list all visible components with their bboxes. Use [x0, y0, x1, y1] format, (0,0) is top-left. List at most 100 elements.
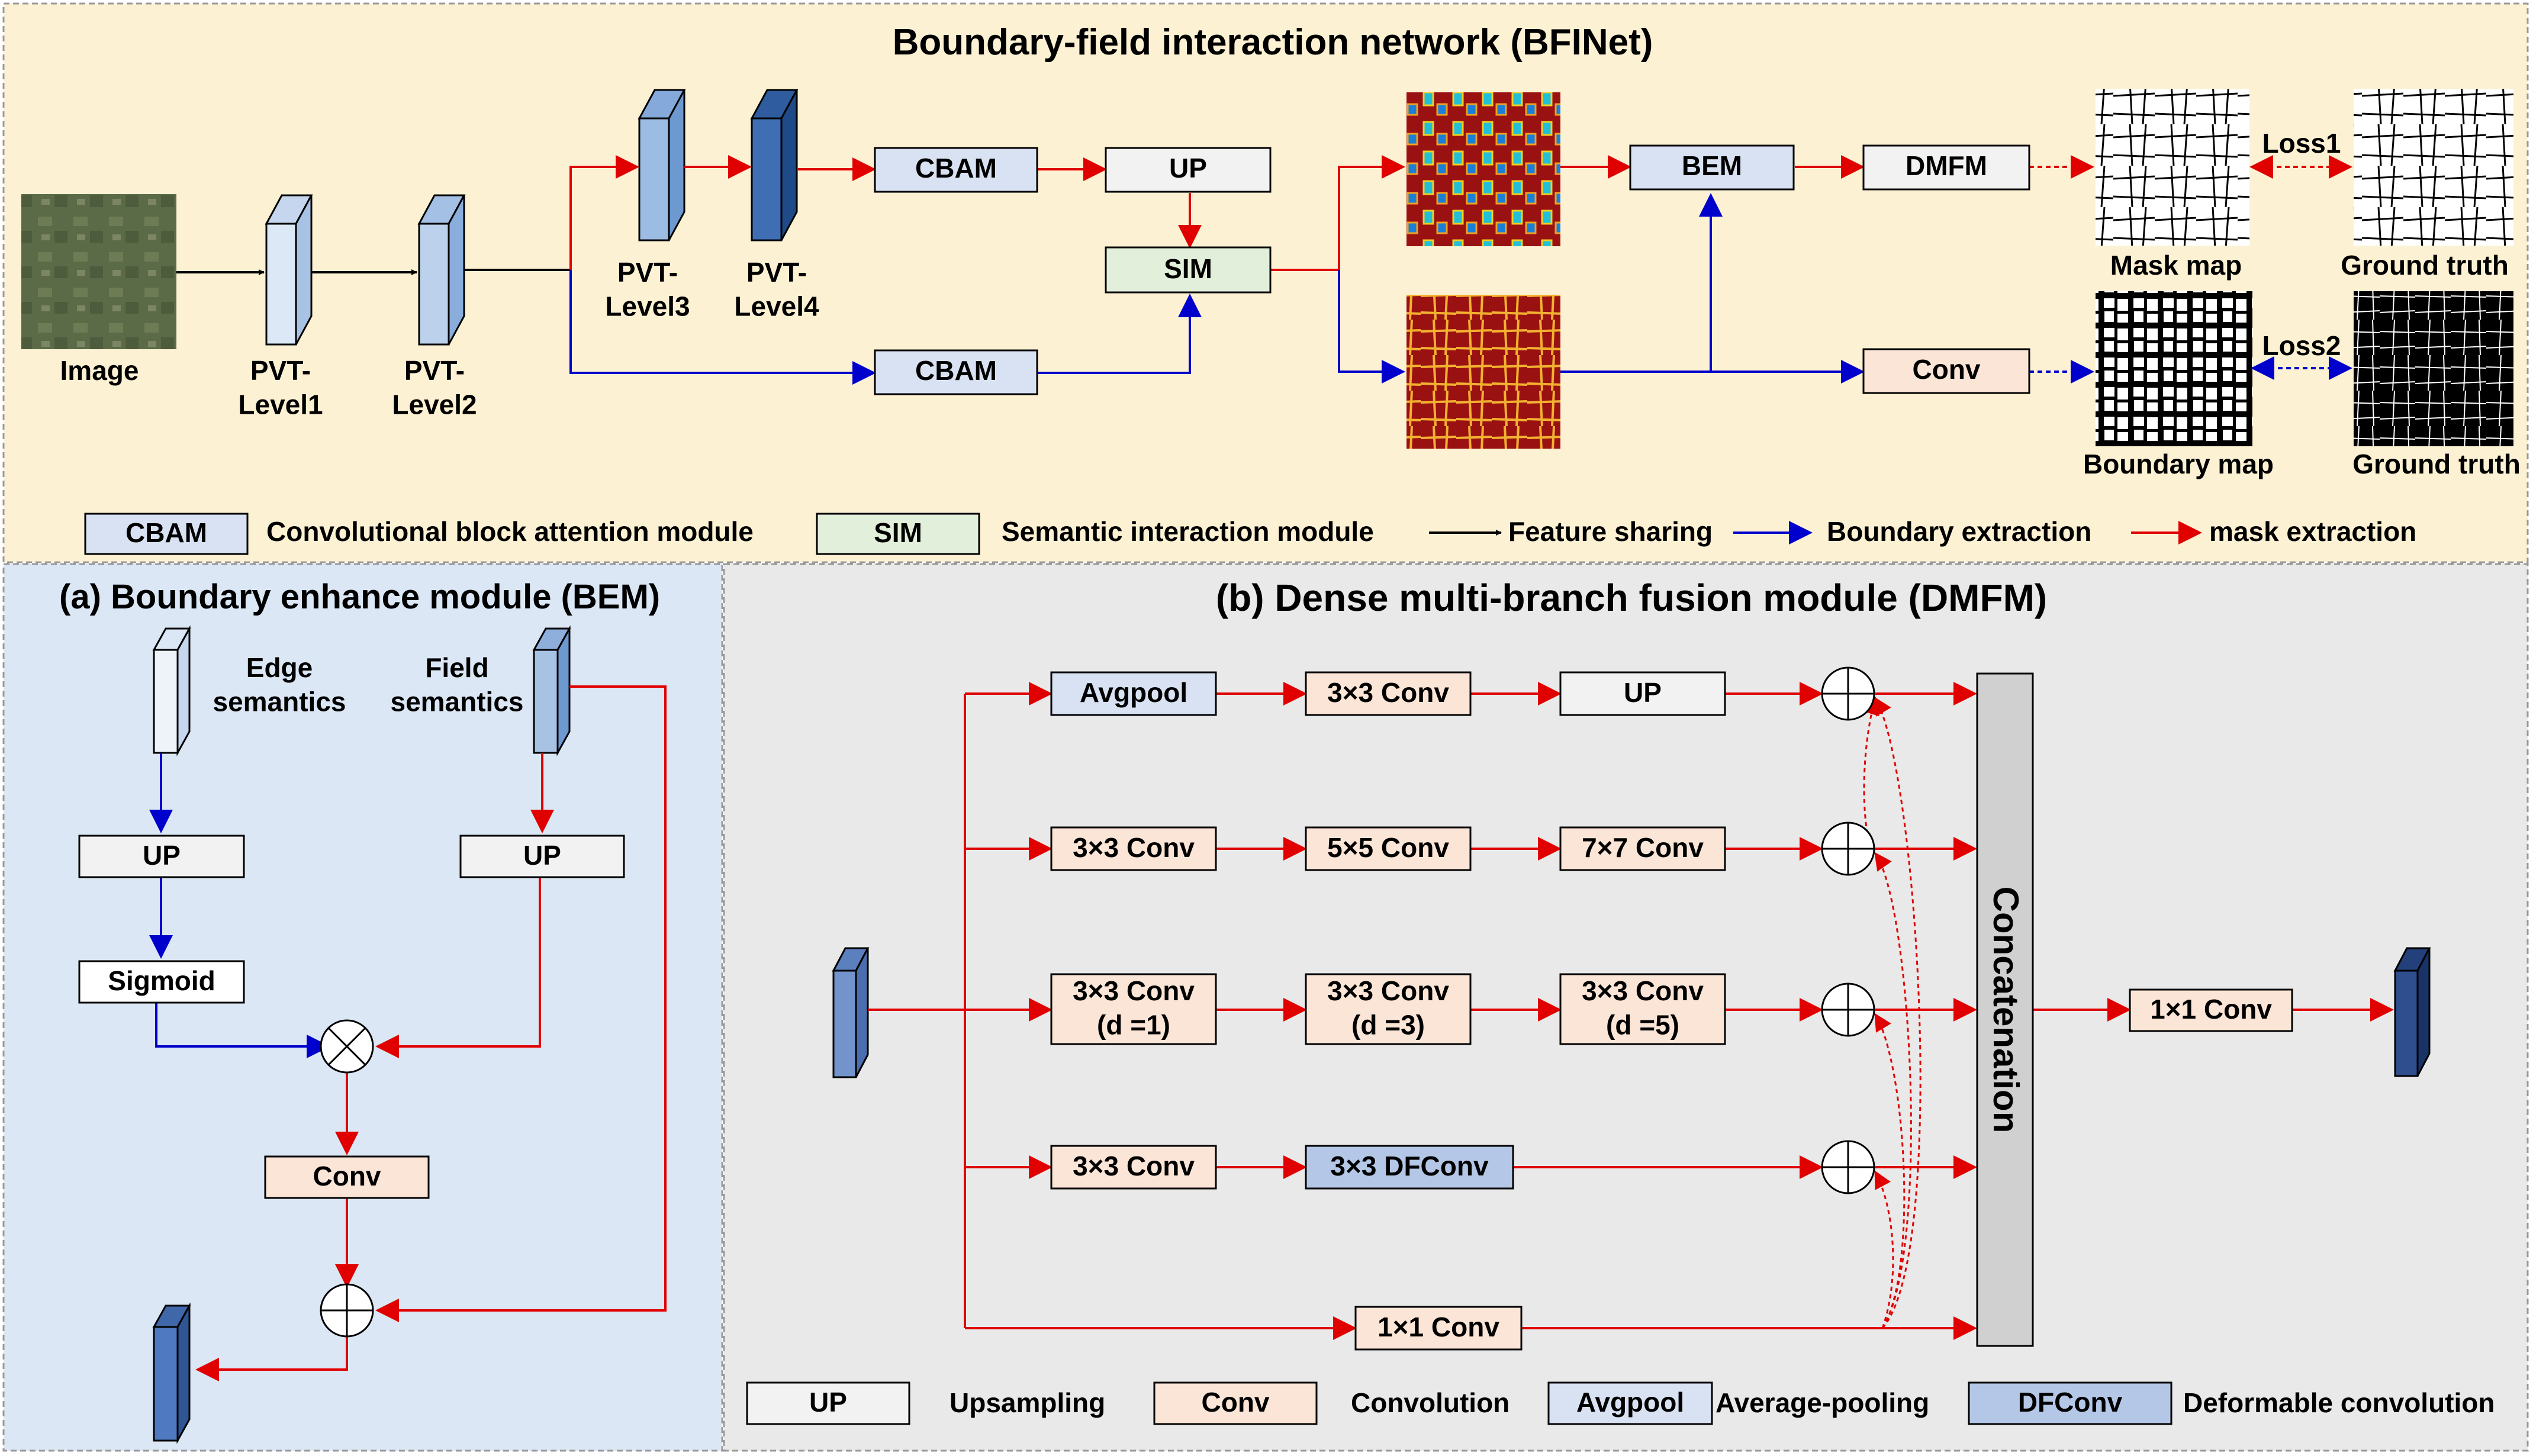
bem-up-left-box	[78, 835, 245, 878]
legend-feature-sharing: Feature sharing	[1508, 516, 1713, 547]
row5-conv1-label: 1×1 Conv	[1377, 1312, 1499, 1342]
legend-dfconv-desc: Deformable convolution	[2183, 1387, 2495, 1418]
input-satellite-image	[21, 194, 176, 349]
concatenation-label: Concatenation	[1986, 887, 2026, 1133]
top-arrows	[176, 155, 2352, 385]
row1-conv3-label: 3×3 Conv	[1327, 677, 1449, 708]
pvt-level3-block	[638, 89, 686, 241]
pvt-level3-label: PVT-Level3	[605, 257, 690, 322]
diagram-title: Boundary-field interaction network (BFIN…	[893, 22, 1653, 63]
cbam-bottom-label: CBAM	[915, 355, 997, 386]
legend-sim-box	[816, 513, 980, 555]
ground-truth-mask-label: Ground truth	[2341, 250, 2509, 281]
add-icon	[320, 1283, 374, 1338]
bem-up-left-label: UP	[143, 840, 181, 871]
conv-top-box	[1862, 348, 2030, 394]
loss1-label: Loss1	[2262, 128, 2341, 159]
dmfm-input-block	[832, 947, 870, 1078]
row2-conv7-label: 7×7 Conv	[1582, 832, 1704, 863]
cbam-bottom-box	[874, 349, 1038, 395]
sigmoid-box	[78, 960, 245, 1004]
boundary-map-label: Boundary map	[2083, 449, 2274, 479]
legend-conv-box-label: Conv	[1202, 1387, 1270, 1418]
dmfm-output-block	[2393, 947, 2431, 1077]
dmfm-row1: Avgpool 3×3 Conv UP	[1050, 671, 1726, 716]
loss2-label: Loss2	[2262, 330, 2341, 361]
ground-truth-boundary-label: Ground truth	[2352, 449, 2521, 479]
boundary-heatmap-image	[1406, 295, 1560, 449]
concatenation-block	[1976, 672, 2034, 1347]
mask-map-image	[2096, 89, 2249, 246]
sim-box	[1105, 246, 1272, 294]
cbam-top-label: CBAM	[915, 153, 997, 183]
pvt-level2-label: PVT-Level2	[392, 355, 477, 420]
dmfm-row4: 3×3 Conv 3×3 DFConv	[1050, 1145, 1514, 1190]
bem-box	[1629, 144, 1795, 191]
legend-avgpool-box-label: Avgpool	[1576, 1387, 1684, 1418]
legend-conv-box	[1153, 1381, 1318, 1425]
legend-cbam-box	[84, 513, 249, 555]
sigmoid-label: Sigmoid	[108, 965, 215, 996]
pvt-level4-block	[750, 89, 799, 241]
out-conv-box	[2129, 988, 2293, 1032]
pvt-level2-block	[417, 194, 466, 346]
dmfm-row5: 1×1 Conv	[1354, 1306, 1523, 1351]
sim-label: SIM	[1164, 253, 1212, 284]
dmfm-row3: 3×3 Conv(d =1) 3×3 Conv(d =3) 3×3 Conv(d…	[1050, 973, 1726, 1045]
ground-truth-boundary-image	[2354, 291, 2513, 446]
boundary-map-image	[2096, 291, 2252, 446]
image-label: Image	[60, 355, 139, 386]
legend-cbam-desc: Convolutional block attention module	[266, 516, 754, 547]
multiply-icon	[320, 1019, 374, 1074]
ground-truth-mask-image	[2354, 89, 2513, 246]
dmfm-box	[1862, 144, 2030, 191]
legend-sim-desc: Semantic interaction module	[1002, 516, 1374, 547]
bem-up-right-label: UP	[523, 840, 561, 871]
bem-conv-label: Conv	[313, 1161, 381, 1191]
row1-up-label: UP	[1624, 677, 1662, 708]
bem-label: BEM	[1682, 150, 1742, 181]
row3-d3-label: 3×3 Conv(d =3)	[1327, 975, 1449, 1041]
legend-conv-desc: Convolution	[1351, 1387, 1509, 1418]
bem-arrows	[149, 685, 667, 1381]
field-semantics-block	[532, 625, 571, 756]
legend-cbam-box-label: CBAM	[125, 517, 207, 548]
row4-dfconv-label: 3×3 DFConv	[1330, 1151, 1489, 1181]
row2-conv3-label: 3×3 Conv	[1073, 832, 1195, 863]
mask-map-label: Mask map	[2110, 250, 2242, 281]
row1-avgpool-label: Avgpool	[1080, 677, 1187, 708]
dmfm-label: DMFM	[1906, 150, 1987, 181]
dmfm-title: (b) Dense multi-branch fusion module (DM…	[1216, 576, 2047, 619]
row3-d5-label: 3×3 Conv(d =5)	[1582, 975, 1704, 1041]
legend-mask-extraction: mask extraction	[2209, 516, 2416, 547]
legend-dfconv-box-label: DFConv	[2018, 1387, 2123, 1418]
legend-up-box-label: UP	[809, 1387, 847, 1418]
dmfm-add-icons	[1821, 666, 1875, 1194]
legend-dfconv-box	[1968, 1381, 2172, 1425]
row3-d1-label: 3×3 Conv(d =1)	[1073, 975, 1195, 1041]
bem-output-block	[152, 1302, 191, 1444]
dmfm-row2: 3×3 Conv 5×5 Conv 7×7 Conv	[1050, 826, 1726, 871]
up-top-label: UP	[1169, 153, 1207, 183]
mask-heatmap-image	[1406, 92, 1560, 246]
bem-title: (a) Boundary enhance module (BEM)	[59, 578, 660, 616]
pvt-level1-block	[265, 194, 313, 346]
bem-up-right-box	[459, 835, 625, 878]
up-top-box	[1105, 147, 1272, 193]
legend-up-box	[746, 1381, 910, 1425]
cbam-top-box	[874, 147, 1038, 193]
dmfm-arrows	[868, 682, 2394, 1340]
row4-conv3-label: 3×3 Conv	[1073, 1151, 1195, 1181]
out-conv-label: 1×1 Conv	[2150, 994, 2272, 1025]
legend-boundary-extraction: Boundary extraction	[1827, 516, 2091, 547]
pvt-level4-label: PVT-Level4	[734, 257, 819, 322]
edge-semantics-block	[152, 625, 191, 756]
legend-avgpool-desc: Average-pooling	[1716, 1387, 1929, 1418]
legend-up-desc: Upsampling	[950, 1387, 1105, 1418]
bem-conv-box	[264, 1155, 430, 1199]
row2-conv5-label: 5×5 Conv	[1327, 832, 1449, 863]
pvt-level1-label: PVT-Level1	[238, 355, 323, 420]
